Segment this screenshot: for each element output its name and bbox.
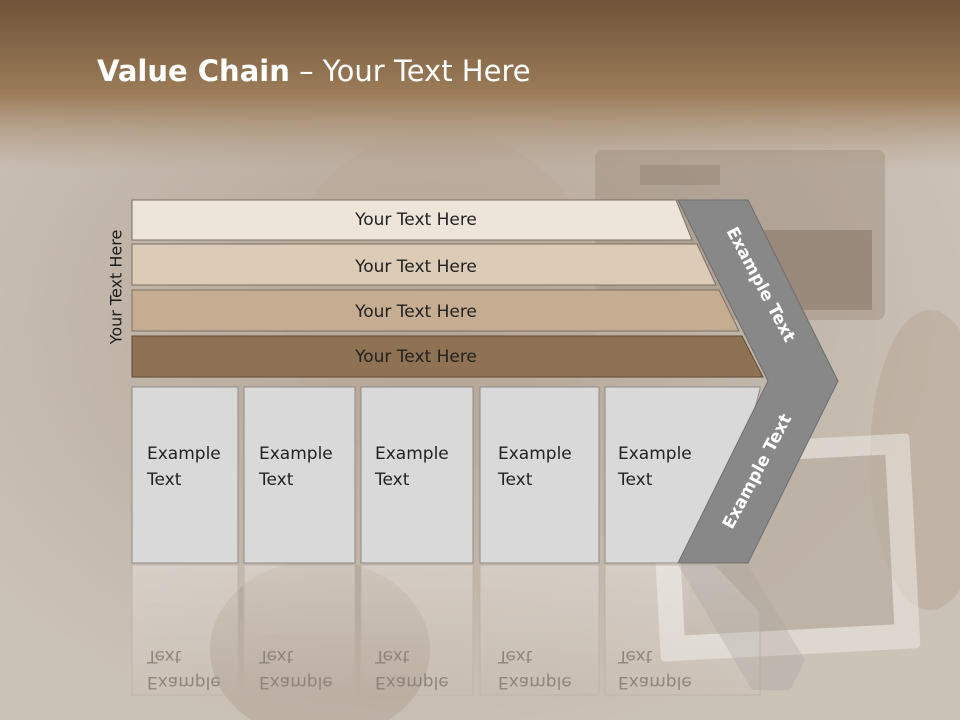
activity-box-3-line1: Example [375, 444, 449, 464]
reflection-box [243, 564, 356, 696]
margin-chevron[interactable] [677, 199, 839, 564]
activity-boxes: Example Text Example Text Example Text E… [131, 386, 761, 564]
reflection-text: Text [497, 646, 533, 666]
activity-box-5-line1: Example [618, 444, 692, 464]
title-rest: – Your Text Here [289, 54, 531, 88]
bar-3[interactable] [131, 289, 740, 332]
reflection-box [360, 564, 474, 696]
reflection-text: Text [146, 646, 182, 666]
reflection-text: Example [618, 672, 692, 692]
activity-box-3[interactable] [360, 386, 474, 564]
bar-4-label: Your Text Here [354, 347, 477, 367]
bar-2-label: Your Text Here [354, 257, 477, 277]
activity-box-1[interactable] [131, 386, 239, 564]
activity-box-2-line2: Text [258, 470, 294, 490]
bar-stack: Your Text Here Your Text Here Your Text … [131, 199, 764, 378]
reflection-chevron [678, 565, 805, 690]
reflection-text: Example [147, 672, 221, 692]
activity-box-4-line2: Text [497, 470, 533, 490]
bar-1-label: Your Text Here [354, 210, 477, 230]
activity-box-1-line1: Example [147, 444, 221, 464]
bar-1[interactable] [131, 199, 693, 241]
reflection-box [131, 564, 239, 696]
reflection-text: Text [374, 646, 410, 666]
activity-box-4[interactable] [479, 386, 600, 564]
bar-3-label: Your Text Here [354, 302, 477, 322]
bar-2[interactable] [131, 243, 717, 286]
activity-box-4-line1: Example [498, 444, 572, 464]
activity-box-2[interactable] [243, 386, 356, 564]
bar-4[interactable] [131, 335, 764, 378]
activity-box-2-line1: Example [259, 444, 333, 464]
reflection-box [479, 564, 600, 696]
reflection-text: Text [258, 646, 294, 666]
reflection-text: Text [617, 646, 653, 666]
reflection-box [604, 564, 761, 696]
slide-title: Value Chain – Your Text Here [97, 54, 531, 88]
reflection-text: Example [259, 672, 333, 692]
reflection-text: Example [375, 672, 449, 692]
activity-box-1-line2: Text [146, 470, 182, 490]
activity-box-3-line2: Text [374, 470, 410, 490]
activity-box-5-line2: Text [617, 470, 653, 490]
reflection: Example Text Example Text Example Text E… [131, 564, 805, 696]
reflection-text: Example [498, 672, 572, 692]
title-bold: Value Chain [97, 54, 290, 88]
